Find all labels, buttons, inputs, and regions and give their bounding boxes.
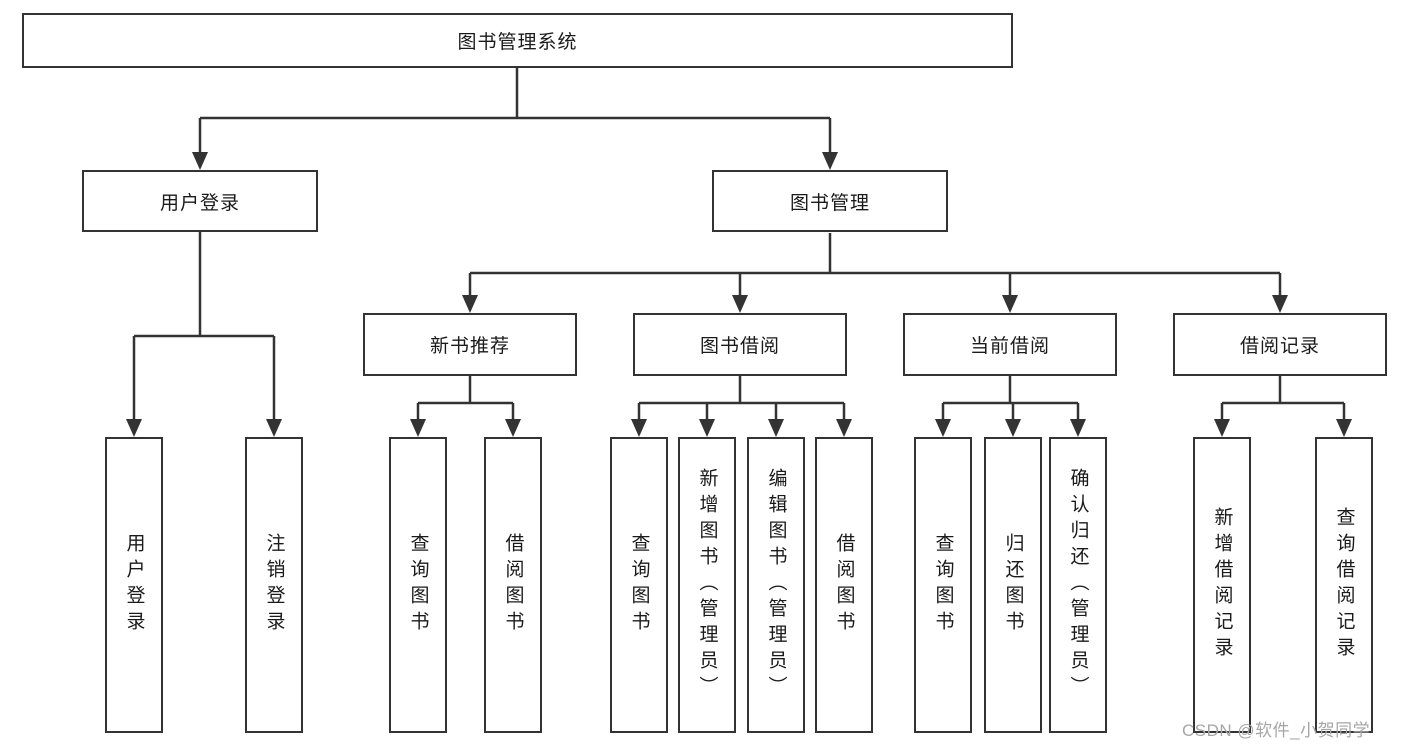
arrowhead-icon	[1272, 295, 1288, 313]
leaf-return-books: 归还图书	[984, 437, 1042, 733]
node-user-login: 用户登录	[82, 170, 318, 232]
arrowhead-icon	[768, 419, 784, 437]
node-book-borrow: 图书借阅	[633, 313, 847, 376]
leaf-add-borrow-record: 新增借阅记录	[1193, 437, 1251, 733]
arrowhead-icon	[462, 295, 478, 313]
leaf-query-borrow-record: 查询借阅记录	[1315, 437, 1373, 733]
arrowhead-icon	[836, 419, 852, 437]
node-book-management: 图书管理	[712, 170, 948, 232]
node-root-library-system: 图书管理系统	[22, 13, 1013, 68]
arrowhead-icon	[631, 419, 647, 437]
arrowhead-icon	[192, 152, 208, 170]
connector-manage-to-level3	[468, 233, 1282, 296]
arrowhead-icon	[1214, 419, 1230, 437]
leaf-confirm-return-admin: 确认归还（管理员）	[1049, 437, 1107, 733]
connector-record-to-leaves	[1220, 376, 1346, 420]
connector-login-to-leaves	[132, 232, 276, 420]
connector-current-to-leaves	[941, 376, 1080, 420]
arrowhead-icon	[1336, 419, 1352, 437]
leaf-logout: 注销登录	[245, 437, 303, 733]
arrowhead-icon	[505, 419, 521, 437]
leaf-edit-books-admin: 编辑图书（管理员）	[747, 437, 805, 733]
arrowhead-icon	[266, 419, 282, 437]
arrowhead-icon	[410, 419, 426, 437]
leaf-query-books-borrow: 查询图书	[610, 437, 668, 733]
leaf-borrow-books-recommend: 借阅图书	[484, 437, 542, 733]
arrowhead-icon	[1070, 419, 1086, 437]
arrowhead-icon	[935, 419, 951, 437]
leaf-borrow-books: 借阅图书	[815, 437, 873, 733]
arrowhead-icon	[822, 152, 838, 170]
connector-borrow-to-leaves	[637, 376, 846, 420]
leaf-user-login: 用户登录	[105, 437, 163, 733]
leaf-query-books-current: 查询图书	[914, 437, 972, 733]
arrowhead-icon	[699, 419, 715, 437]
arrowhead-icon	[1005, 419, 1021, 437]
arrowhead-icon	[126, 419, 142, 437]
leaf-add-books-admin: 新增图书（管理员）	[678, 437, 736, 733]
node-current-borrow: 当前借阅	[903, 313, 1117, 376]
node-borrow-record: 借阅记录	[1173, 313, 1387, 376]
node-new-book-recommend: 新书推荐	[363, 313, 577, 376]
arrowhead-icon	[732, 295, 748, 313]
connector-recommend-to-leaves	[416, 376, 515, 420]
arrowhead-icon	[1002, 295, 1018, 313]
connector-root-to-level2	[198, 68, 832, 153]
leaf-query-books-recommend: 查询图书	[389, 437, 447, 733]
